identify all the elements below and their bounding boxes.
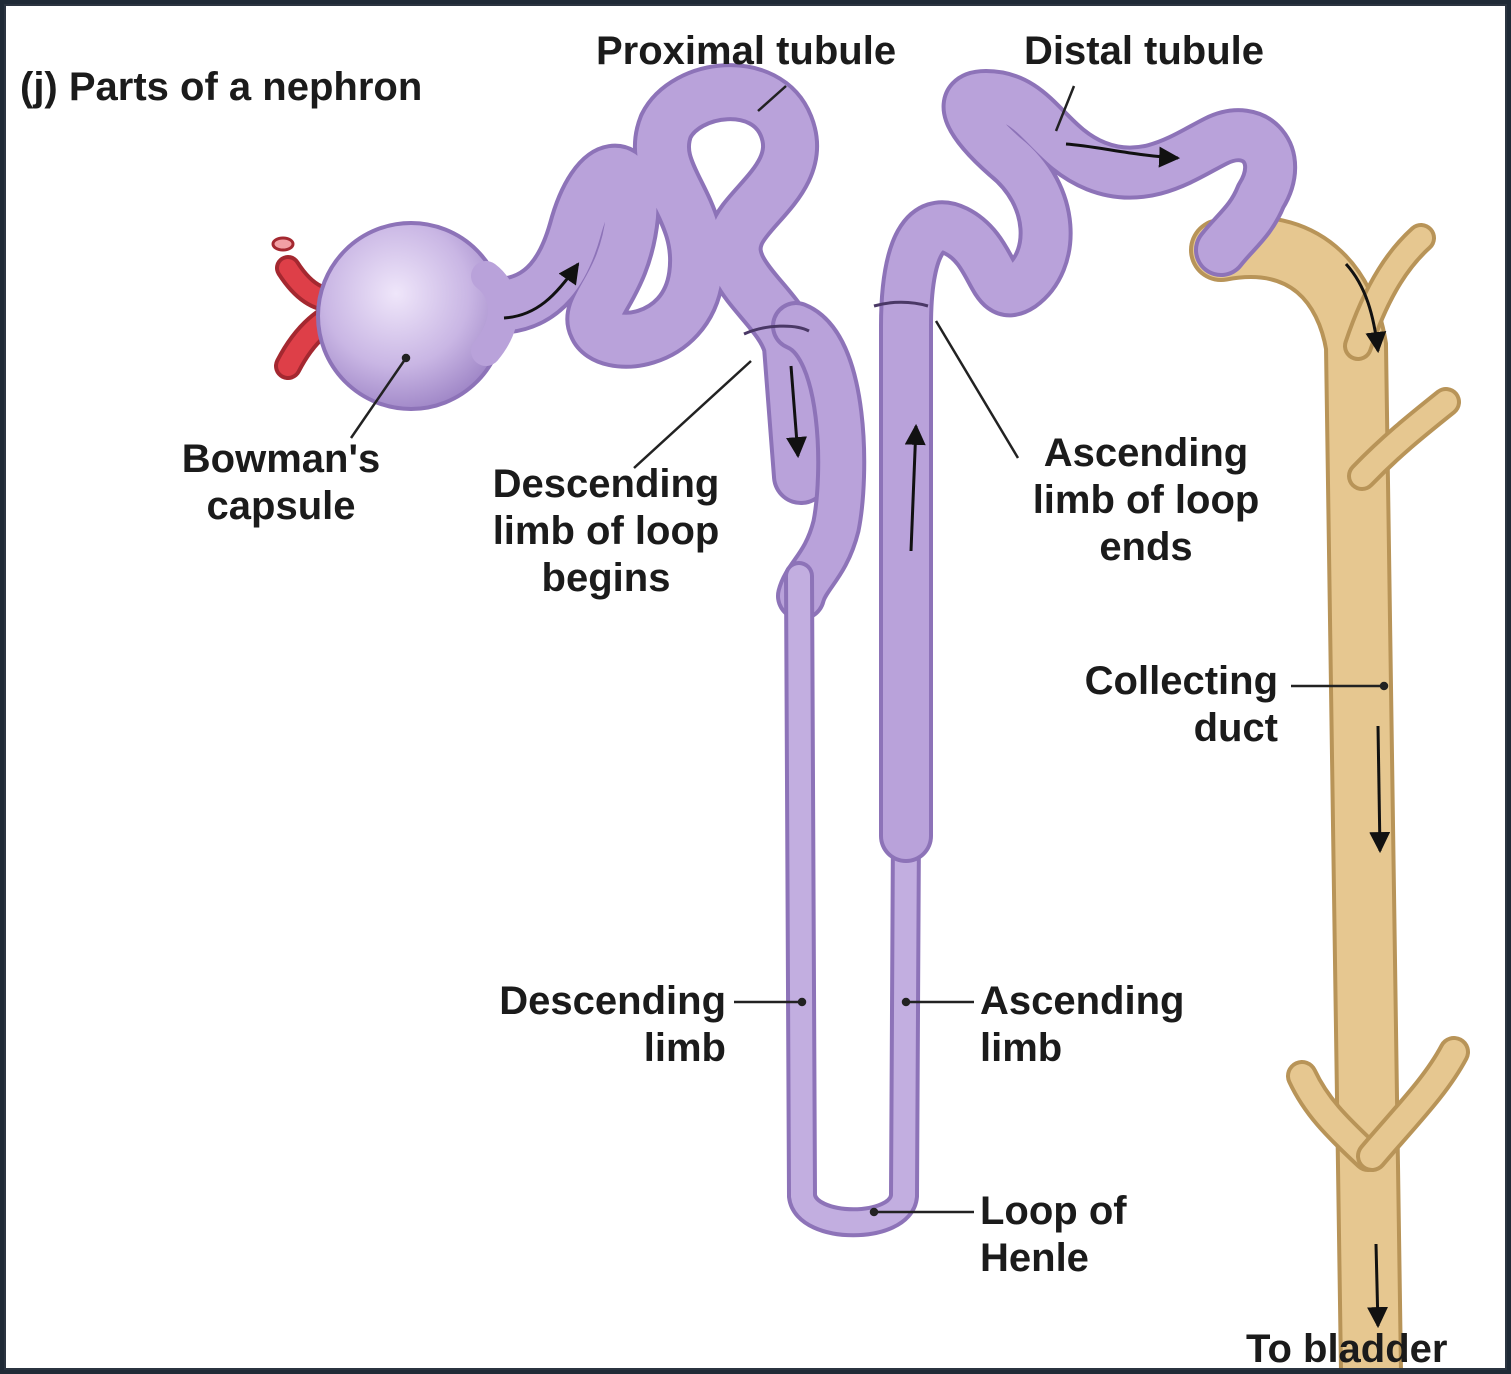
label-ascending-limb-ends: Ascending limb of loop ends — [996, 430, 1296, 571]
bowmans-capsule-shape — [318, 223, 504, 409]
figure-title: (j) Parts of a nephron — [20, 64, 422, 111]
diagram-frame: (j) Parts of a nephron Proximal tubule D… — [4, 4, 1507, 1370]
label-to-bladder: To bladder — [1246, 1326, 1447, 1370]
label-ascending-limb: Ascending limb — [980, 978, 1184, 1072]
label-loop-of-henle: Loop of Henle — [980, 1188, 1127, 1282]
label-collecting-duct: Collecting duct — [1016, 658, 1278, 752]
label-distal-tubule: Distal tubule — [1024, 28, 1264, 75]
label-bowmans-capsule: Bowman's capsule — [146, 436, 416, 530]
label-descending-limb-begins: Descending limb of loop begins — [446, 461, 766, 602]
label-proximal-tubule: Proximal tubule — [596, 28, 896, 75]
label-descending-limb: Descending limb — [426, 978, 726, 1072]
nephron-diagram — [6, 6, 1507, 1370]
collecting-duct-shape — [1221, 238, 1454, 1370]
